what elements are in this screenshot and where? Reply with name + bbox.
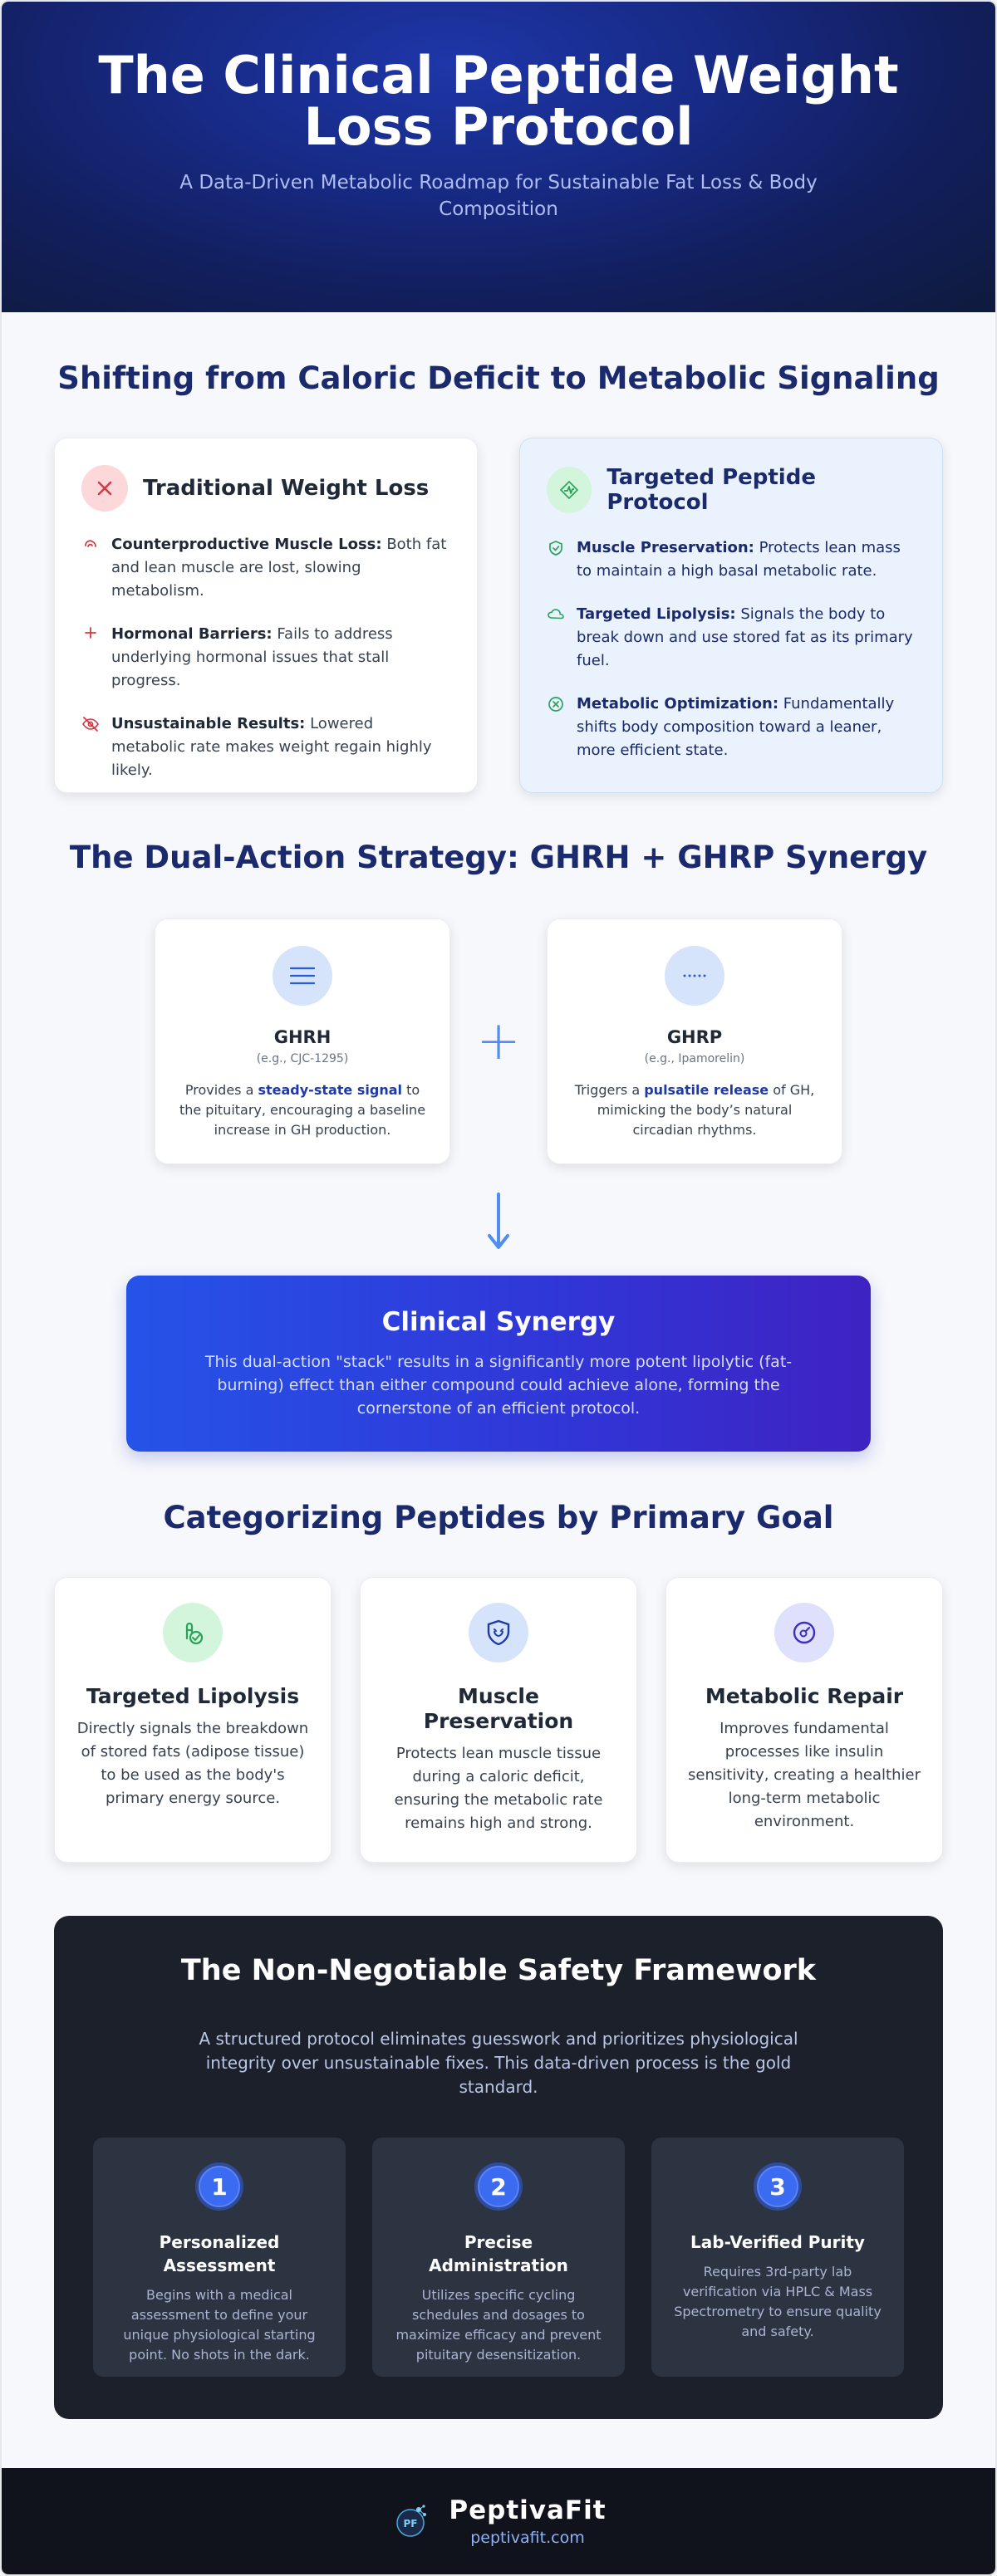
- arrow-down-icon: [2, 1193, 995, 1251]
- step-number-badge: 1: [195, 2162, 243, 2211]
- close-icon: [81, 465, 128, 512]
- brand-block: PeptivaFit peptivafit.com: [449, 2495, 606, 2547]
- cloud-icon: [547, 606, 565, 673]
- list-item: Hormonal Barriers: Fails to address unde…: [81, 623, 450, 693]
- step-number-badge: 3: [754, 2162, 802, 2211]
- page-title: The Clinical Peptide Weight Loss Protoco…: [98, 45, 899, 157]
- site-link[interactable]: peptivafit.com: [470, 2529, 585, 2547]
- ghrh-description: Provides a steady-state signal to the pi…: [179, 1082, 426, 1138]
- comparison-cards: Traditional Weight Loss Counterproductiv…: [54, 438, 943, 793]
- step-card: 3 Lab-Verified Purity Requires 3rd-party…: [651, 2138, 904, 2377]
- goal-cards: Targeted Lipolysis Directly signals the …: [54, 1577, 943, 1863]
- synergy-text: This dual-action "stack" results in a si…: [204, 1353, 793, 1418]
- hero-banner: The Clinical Peptide Weight Loss Protoco…: [2, 2, 995, 312]
- targeted-card: Targeted Peptide Protocol Muscle Preserv…: [519, 438, 943, 793]
- goal-title: Metabolic Repair: [705, 1684, 904, 1708]
- goal-card-metabolic: Metabolic Repair Improves fundamental pr…: [665, 1577, 943, 1863]
- goal-description: Protects lean muscle tissue during a cal…: [394, 1745, 603, 1832]
- safety-intro: A structured protocol eliminates guesswo…: [199, 2029, 798, 2097]
- list-item-text: Hormonal Barriers: Fails to address unde…: [111, 625, 393, 689]
- list-item-text: Counterproductive Muscle Loss: Both fat …: [111, 536, 447, 600]
- ghrh-name: GHRH: [273, 1027, 332, 1047]
- pill-icon: [163, 1603, 223, 1663]
- brand-logo-icon[interactable]: PF: [390, 2501, 430, 2541]
- peptide-pair: GHRH (e.g., CJC-1295) Provides a steady-…: [2, 918, 995, 1164]
- goals-section: Categorizing Peptides by Primary Goal Ta…: [2, 1452, 995, 1863]
- goal-title: Muscle Preservation: [423, 1684, 574, 1733]
- safety-section: The Non-Negotiable Safety Framework A st…: [54, 1916, 943, 2419]
- list-item: Counterproductive Muscle Loss: Both fat …: [81, 533, 450, 603]
- safety-title: The Non-Negotiable Safety Framework: [180, 1954, 817, 1987]
- menu-lines-icon: [273, 946, 332, 1006]
- traditional-card-header: Traditional Weight Loss: [81, 465, 450, 512]
- brand-name: PeptivaFit: [449, 2495, 607, 2525]
- pulse-icon: [547, 467, 592, 513]
- list-item-text: Unsustainable Results: Lowered metabolic…: [111, 715, 432, 779]
- step-card: 2 Precise Administration Utilizes specif…: [372, 2138, 625, 2377]
- synergy-title: Clinical Synergy: [381, 1307, 616, 1337]
- plus-icon: +: [476, 1011, 521, 1072]
- traditional-card: Traditional Weight Loss Counterproductiv…: [54, 438, 478, 793]
- muscle-icon: [81, 536, 100, 603]
- dual-action-title: The Dual-Action Strategy: GHRH + GHRP Sy…: [69, 840, 928, 875]
- step-title: Precise Administration: [429, 2232, 568, 2275]
- targeted-card-header: Targeted Peptide Protocol: [547, 465, 916, 515]
- dots-icon: [665, 946, 724, 1006]
- step-description: Utilizes specific cycling schedules and …: [395, 2287, 602, 2363]
- dual-action-section: The Dual-Action Strategy: GHRH + GHRP Sy…: [2, 793, 995, 1452]
- step-number-badge: 2: [474, 2162, 523, 2211]
- gauge-icon: [774, 1603, 834, 1663]
- step-title: Personalized Assessment: [159, 2232, 280, 2275]
- ghrp-example: (e.g., Ipamorelin): [644, 1052, 745, 1065]
- eye-off-icon: [81, 716, 100, 782]
- goals-title: Categorizing Peptides by Primary Goal: [163, 1500, 834, 1535]
- ghrp-description: Triggers a pulsatile release of GH, mimi…: [574, 1082, 815, 1138]
- ghrh-example: (e.g., CJC-1295): [256, 1052, 349, 1065]
- list-item-text: Metabolic Optimization: Fundamentally sh…: [577, 695, 895, 759]
- targeted-card-title: Targeted Peptide Protocol: [607, 465, 816, 515]
- clinical-synergy-box: Clinical Synergy This dual-action "stack…: [126, 1276, 871, 1452]
- step-card: 1 Personalized Assessment Begins with a …: [93, 2138, 346, 2377]
- list-item-text: Muscle Preservation: Protects lean mass …: [577, 539, 901, 580]
- ghrh-card: GHRH (e.g., CJC-1295) Provides a steady-…: [155, 918, 450, 1164]
- traditional-card-title: Traditional Weight Loss: [143, 476, 430, 501]
- step-description: Requires 3rd-party lab verification via …: [674, 2264, 882, 2339]
- comparison-title: Shifting from Caloric Deficit to Metabol…: [57, 360, 940, 396]
- plus-icon: [81, 626, 100, 693]
- goal-card-lipolysis: Targeted Lipolysis Directly signals the …: [54, 1577, 332, 1863]
- goal-description: Directly signals the breakdown of stored…: [76, 1720, 309, 1807]
- ghrp-name: GHRP: [666, 1027, 723, 1047]
- page-subtitle: A Data-Driven Metabolic Roadmap for Sust…: [179, 172, 818, 220]
- goal-description: Improves fundamental processes like insu…: [688, 1720, 921, 1830]
- step-title: Lab-Verified Purity: [690, 2232, 865, 2252]
- list-item: Muscle Preservation: Protects lean mass …: [547, 536, 916, 583]
- list-item: Targeted Lipolysis: Signals the body to …: [547, 603, 916, 673]
- list-item-text: Targeted Lipolysis: Signals the body to …: [577, 605, 913, 669]
- comparison-section: Shifting from Caloric Deficit to Metabol…: [2, 312, 995, 793]
- safety-steps: 1 Personalized Assessment Begins with a …: [93, 2138, 904, 2377]
- shield-icon: [469, 1603, 528, 1663]
- step-description: Begins with a medical assessment to defi…: [123, 2287, 316, 2363]
- svg-text:PF: PF: [404, 2518, 418, 2529]
- ghrp-card: GHRP (e.g., Ipamorelin) Triggers a pulsa…: [547, 918, 842, 1164]
- goal-title: Targeted Lipolysis: [86, 1684, 300, 1708]
- shield-check-icon: [547, 540, 565, 583]
- list-item: Metabolic Optimization: Fundamentally sh…: [547, 693, 916, 762]
- list-item: Unsustainable Results: Lowered metabolic…: [81, 713, 450, 782]
- footer: PF PeptivaFit peptivafit.com: [2, 2468, 995, 2574]
- circle-x-icon: [547, 696, 565, 762]
- goal-card-muscle: Muscle Preservation Protects lean muscle…: [360, 1577, 637, 1863]
